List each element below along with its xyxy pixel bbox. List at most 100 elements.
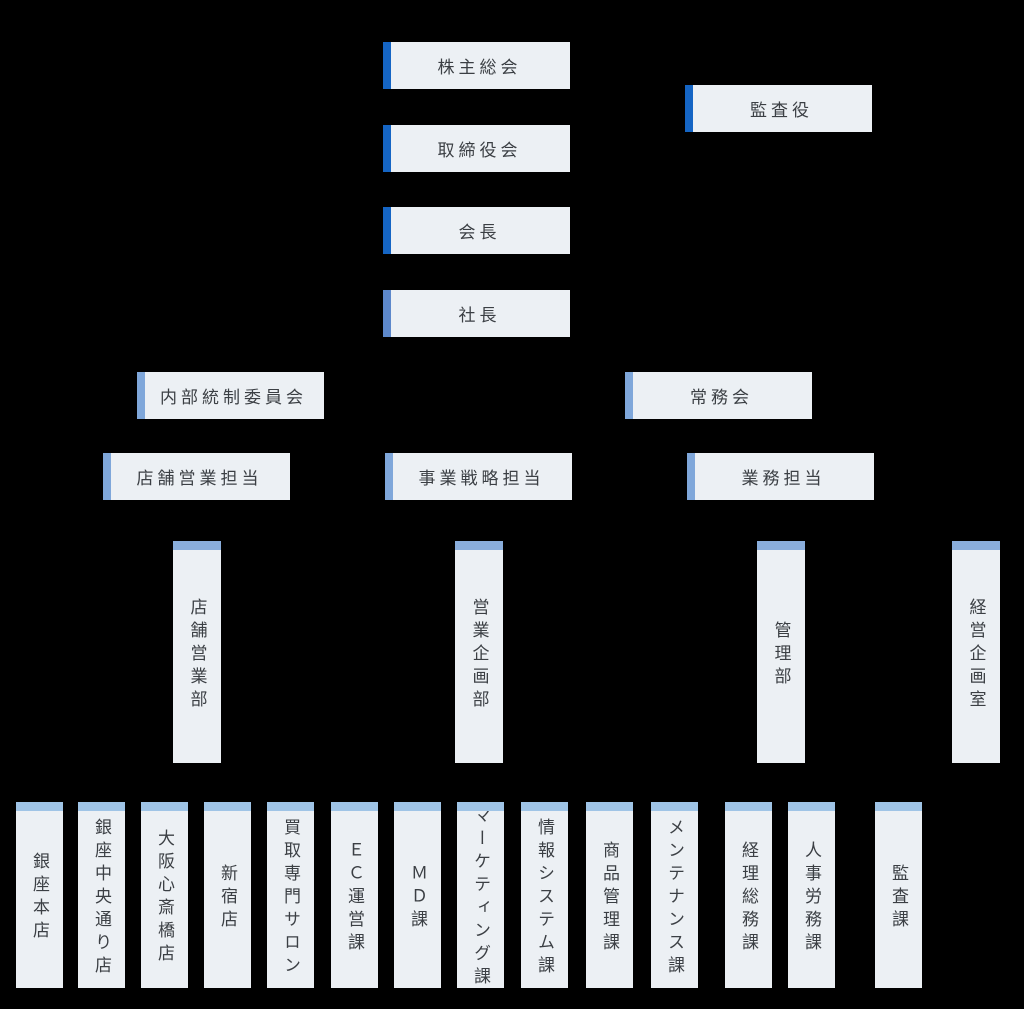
accent-bar [651,802,698,811]
connector-line [478,763,480,783]
accent-bar [952,541,1000,550]
accent-bar [687,453,695,500]
accent-bar [586,802,633,811]
org-box-marketing-section: マーケティング課 [457,802,504,990]
org-box-label: 株主総会 [437,58,522,77]
connector-line [417,783,419,802]
org-box-label: 管理部 [771,620,791,690]
org-box-label: 新宿店 [218,863,237,933]
org-box-label: 商品管理課 [600,840,619,956]
connector-line [476,89,478,453]
org-box-ec-operations-section: ＥＣ運営課 [331,802,378,988]
connector-line [227,783,229,802]
org-box-label: 大阪心斎橋店 [155,829,174,967]
org-box-sales-planning-department: 営業企画部 [455,541,503,763]
org-box-md-section: ＭＤ課 [394,802,441,988]
connector-line [477,106,685,108]
connector-line [39,783,41,802]
connector-line [544,783,546,802]
connector-line [196,435,781,437]
org-box-product-management-section: 商品管理課 [586,802,633,988]
connector-line [975,520,977,541]
org-box-shinjuku-store: 新宿店 [204,802,251,988]
accent-bar [685,85,693,132]
accent-bar [875,802,922,811]
org-box-label: 店舗営業部 [187,597,207,713]
accent-bar [757,541,805,550]
accent-bar [331,802,378,811]
org-box-label: 人事労務課 [802,840,821,956]
org-box-label: 店舗営業担当 [136,469,263,488]
accent-bar [16,802,63,811]
org-box-label: 常務会 [690,388,753,407]
org-box-label: 情報システム課 [535,817,554,979]
org-box-label: 会長 [458,223,501,242]
org-box-ginza-chuo-dori-store: 銀座中央通り店 [78,802,125,988]
accent-bar [204,802,251,811]
connector-line [39,782,899,784]
accent-bar [78,802,125,811]
connector-line [748,783,750,802]
connector-line [354,783,356,802]
org-box-auditor: 監査役 [685,85,872,132]
org-box-label: 経理総務課 [739,840,758,956]
org-box-label: マーケティング課 [471,806,490,990]
accent-bar [173,541,221,550]
org-box-label: 社長 [458,306,501,325]
org-box-label: ＥＣ運営課 [345,840,364,956]
connector-line [196,500,198,541]
accent-bar [383,42,391,89]
org-box-information-systems-section: 情報システム課 [521,802,568,988]
connector-line [898,783,900,802]
accent-bar [383,290,391,337]
connector-line [975,763,977,783]
org-box-audit-section: 監査課 [875,802,922,988]
connector-line [780,435,782,453]
connector-line [324,394,625,396]
org-box-store-sales-department: 店舗営業部 [173,541,221,763]
org-box-label: 事業戦略担当 [418,469,545,488]
org-box-store-sales-division: 店舗営業担当 [103,453,290,500]
accent-bar [457,802,504,811]
org-box-osaka-shinsaibashi-store: 大阪心斎橋店 [141,802,188,988]
connector-line [609,783,611,802]
org-box-label: 買取専門サロン [281,817,300,979]
org-box-shareholders-meeting: 株主総会 [383,42,570,89]
accent-bar [725,802,772,811]
connector-line [780,763,782,783]
org-box-board-of-directors: 取締役会 [383,125,570,172]
org-box-label: 銀座本店 [30,852,49,944]
accent-bar [383,125,391,172]
accent-bar [383,207,391,254]
org-box-chairman: 会長 [383,207,570,254]
org-box-hr-labor-section: 人事労務課 [788,802,835,988]
org-box-ginza-main-store: 銀座本店 [16,802,63,988]
accent-bar [788,802,835,811]
connector-line [196,763,198,783]
connector-line [811,783,813,802]
org-box-label: メンテナンス課 [665,817,684,979]
org-box-label: 内部統制委員会 [160,388,307,407]
accent-bar [137,372,145,419]
connector-line [164,783,166,802]
org-box-operations-division: 業務担当 [687,453,874,500]
org-box-accounting-general-affairs-section: 経理総務課 [725,802,772,988]
connector-line [480,783,482,802]
connector-line [101,783,103,802]
org-box-executive-board: 常務会 [625,372,812,419]
org-box-internal-control-committee: 内部統制委員会 [137,372,324,419]
org-box-corporate-planning-office: 経営企画室 [952,541,1000,763]
connector-line [478,500,480,541]
org-box-label: 取締役会 [437,141,522,160]
connector-line [290,783,292,802]
accent-bar [394,802,441,811]
org-box-maintenance-section: メンテナンス課 [651,802,698,988]
connector-line [674,783,676,802]
accent-bar [521,802,568,811]
org-box-label: 経営企画室 [966,597,986,713]
org-box-label: 営業企画部 [469,597,489,713]
accent-bar [267,802,314,811]
accent-bar [455,541,503,550]
org-box-purchase-salon: 買取専門サロン [267,802,314,988]
